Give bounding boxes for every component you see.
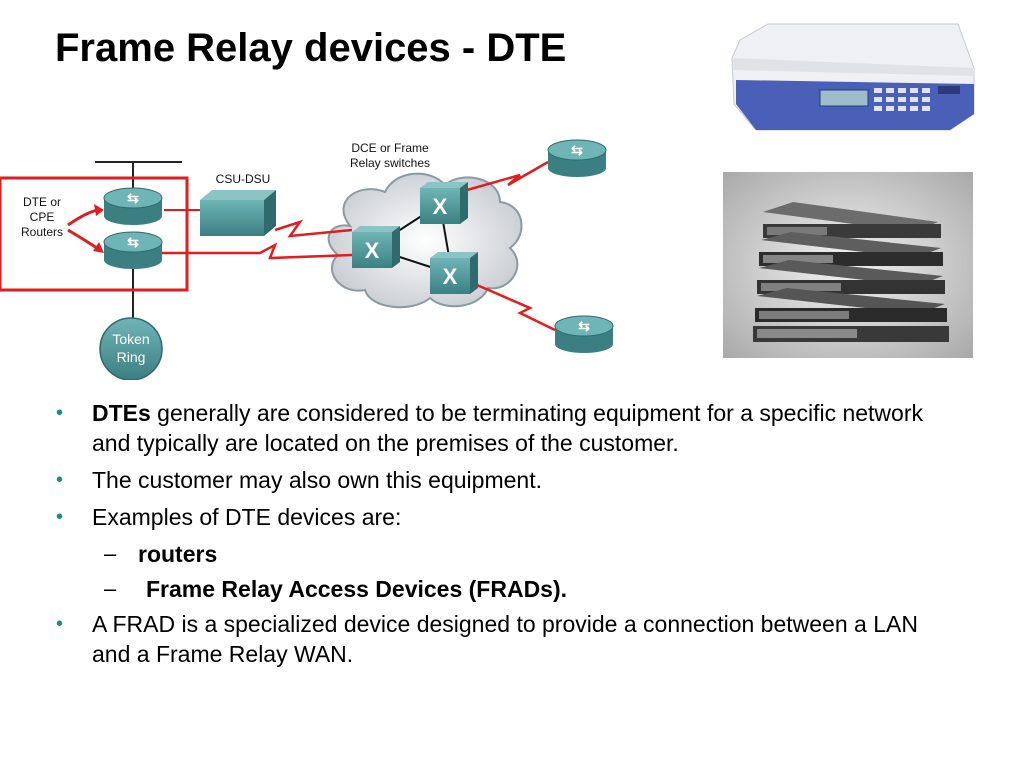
frame-relay-switch-icon: X	[420, 182, 468, 224]
svg-text:X: X	[443, 264, 458, 289]
csu-dsu-icon	[200, 190, 276, 236]
svg-text:X: X	[365, 238, 380, 263]
bullet-text: Examples of DTE devices are:	[92, 504, 402, 530]
router-stack-photo	[723, 172, 973, 358]
token-ring-icon: Token Ring	[99, 317, 163, 380]
dash-marker: –	[104, 541, 117, 566]
sub-bullet-text: Frame Relay Access Devices (FRADs).	[146, 576, 568, 602]
sub-bullet-item: – Frame Relay Access Devices (FRADs).	[52, 574, 952, 604]
bullet-item: • The customer may also own this equipme…	[52, 465, 952, 495]
bullet-item: • DTEs generally are considered to be te…	[52, 398, 952, 458]
bullet-bold-text: DTEs	[92, 400, 151, 426]
bullet-marker: •	[56, 506, 64, 528]
bullet-item: • A FRAD is a specialized device designe…	[52, 609, 952, 669]
router-icon: ⇆	[547, 139, 607, 177]
token-ring-line1: Token	[112, 331, 149, 347]
svg-text:X: X	[433, 194, 448, 219]
bullet-text: The customer may also own this equipment…	[92, 467, 542, 493]
router-icon: ⇆	[103, 231, 163, 269]
bullet-text: A FRAD is a specialized device designed …	[92, 611, 918, 667]
slide-title: Frame Relay devices - DTE	[55, 26, 567, 70]
bullet-item: • Examples of DTE devices are:	[52, 502, 952, 532]
frame-relay-switch-icon: X	[430, 252, 478, 294]
bullet-list: • DTEs generally are considered to be te…	[52, 398, 952, 676]
dce-label-line2: Relay switches	[350, 156, 430, 170]
bullet-marker: •	[56, 469, 64, 491]
dash-marker: –	[104, 576, 117, 601]
frame-relay-diagram: DTE or CPE Routers ⇆ ⇆ CSU-DSU DCE or Fr…	[0, 139, 614, 380]
csu-dsu-label: CSU-DSU	[216, 172, 271, 186]
router-icon: ⇆	[103, 187, 163, 225]
frame-relay-switch-icon: X	[352, 226, 400, 268]
sub-bullet-item: – routers	[52, 539, 952, 569]
dte-highlight-box	[0, 176, 189, 292]
dce-label-line1: DCE or Frame	[351, 141, 429, 155]
sub-bullet-text: routers	[138, 541, 218, 567]
svg-text:⇆: ⇆	[127, 234, 139, 250]
dte-label-line2: CPE	[30, 210, 55, 224]
svg-text:⇆: ⇆	[578, 318, 590, 334]
token-ring-line2: Ring	[117, 349, 146, 365]
bullet-text: generally are considered to be terminati…	[92, 400, 923, 456]
bullet-marker: •	[56, 613, 64, 635]
dte-label-line1: DTE or	[23, 195, 61, 209]
svg-text:⇆: ⇆	[571, 142, 583, 158]
dte-label-line3: Routers	[21, 225, 63, 239]
router-icon: ⇆	[554, 315, 614, 353]
svg-text:⇆: ⇆	[127, 190, 139, 206]
frad-device-photo	[731, 23, 975, 131]
bullet-marker: •	[56, 402, 64, 424]
